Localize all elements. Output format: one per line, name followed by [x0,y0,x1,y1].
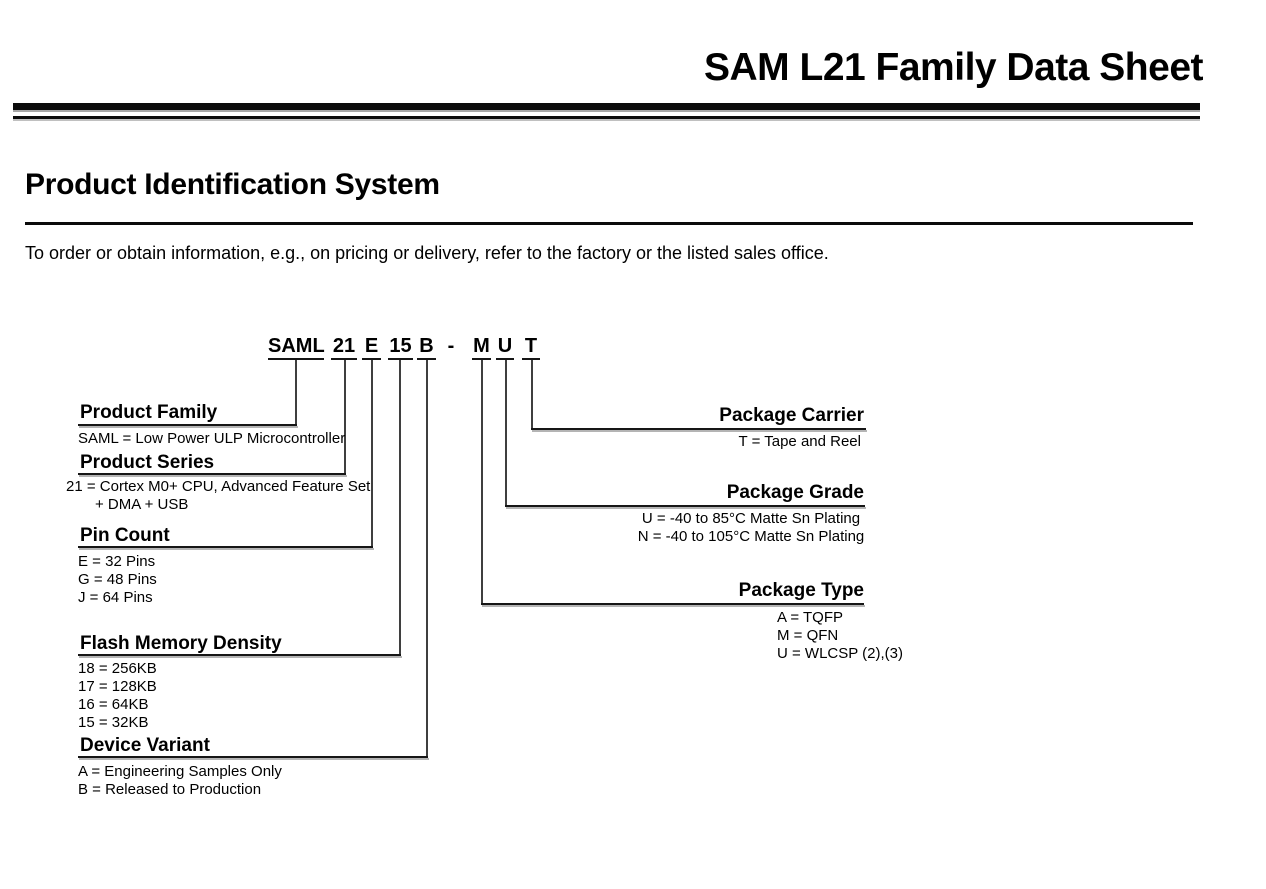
connector-line-pkggrade [505,360,507,505]
connector-line-family [295,360,297,426]
list-item: M = QFN [777,627,839,644]
connector-line-pkgtype [481,360,483,603]
section-title-product-family: Product Family [80,402,218,423]
list-item: J = 64 Pins [78,589,153,606]
list-product-family: SAML = Low Power ULP Microcontroller [78,430,345,448]
connector-line-flash [399,360,401,655]
list-item: U = WLCSP (2),(3) [777,645,903,662]
list-item: 16 = 64KB [78,696,149,713]
section-title-device-variant: Device Variant [80,735,210,756]
list-item: A = TQFP [777,609,843,626]
list-pin-count: E = 32 Pins G = 48 Pins J = 64 Pins [78,553,157,607]
underline-product-family [78,424,297,426]
part-segment-variant: B [417,336,436,360]
list-product-series: 21 = Cortex M0+ CPU, Advanced Feature Se… [66,478,370,514]
underline-package-carrier [531,428,866,430]
part-segment-pkgtype: M [472,336,491,360]
list-item: 21 = Cortex M0+ CPU, Advanced Feature Se… [66,478,371,495]
part-segment-pkggrade: U [496,336,514,360]
list-item: U = -40 to 85°C Matte Sn Plating [641,510,861,527]
list-package-grade: U = -40 to 85°C Matte Sn Plating N = -40… [634,510,868,546]
underline-package-type [481,603,864,605]
underline-device-variant [78,756,428,758]
header-rule-thin [13,116,1200,119]
part-segment-pincount: E [362,336,381,360]
section-title-package-type: Package Type [738,580,864,601]
list-item: 17 = 128KB [78,678,157,695]
section-title-flash-memory-density: Flash Memory Density [80,633,282,654]
list-item: B = Released to Production [78,781,262,798]
section-title-package-carrier: Package Carrier [719,405,864,426]
page-title: Product Identification System [25,168,440,201]
list-item: A = Engineering Samples Only [78,763,282,780]
list-device-variant: A = Engineering Samples Only B = Release… [78,763,282,799]
part-segment-pkgcarrier: T [522,336,540,360]
connector-line-pkgcarrier [531,360,533,429]
connector-line-variant [426,360,428,757]
list-item: E = 32 Pins [78,553,156,570]
list-item: N = -40 to 105°C Matte Sn Plating [637,528,865,545]
list-item: + DMA + USB [95,496,189,513]
list-item: 15 = 32KB [78,714,149,731]
part-segment-series: 21 [331,336,357,360]
connector-line-pincount [371,360,373,547]
connector-line-series [344,360,346,474]
list-package-type: A = TQFP M = QFN U = WLCSP (2),(3) [777,609,903,663]
section-title-package-grade: Package Grade [726,482,864,503]
header-rule-thick [13,103,1200,110]
page-title-rule [25,222,1193,225]
underline-flash-memory-density [78,654,401,656]
list-item: SAML = Low Power ULP Microcontroller [78,430,346,447]
document-title: SAM L21 Family Data Sheet [704,46,1204,89]
part-segment-dash: - [447,335,455,357]
list-item: 18 = 256KB [78,660,157,677]
section-title-pin-count: Pin Count [80,525,170,546]
underline-product-series [78,473,346,475]
underline-pin-count [78,546,373,548]
intro-text: To order or obtain information, e.g., on… [25,243,829,263]
list-item: T = Tape and Reel [738,433,861,450]
list-flash-memory-density: 18 = 256KB 17 = 128KB 16 = 64KB 15 = 32K… [78,660,157,732]
part-segment-family: SAML [268,336,325,360]
list-package-carrier: T = Tape and Reel [739,433,861,451]
part-segment-flash: 15 [388,336,413,360]
underline-package-grade [505,505,865,507]
section-title-product-series: Product Series [80,452,215,473]
list-item: G = 48 Pins [78,571,157,588]
